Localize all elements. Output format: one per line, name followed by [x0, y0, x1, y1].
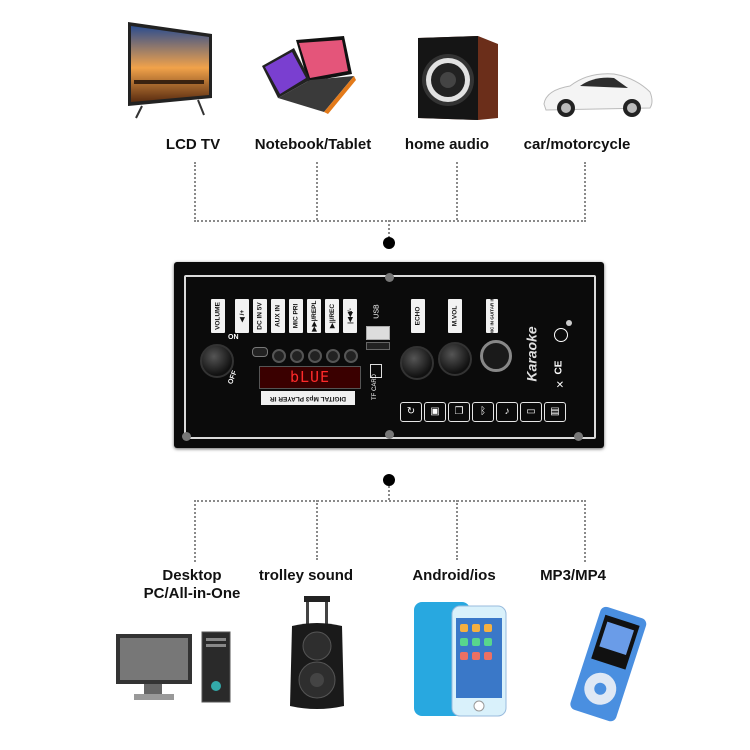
bottom-device-label-trolley: trolley sound — [258, 567, 354, 584]
bottom-connector-drop-3 — [456, 500, 458, 560]
sd-icon — [370, 364, 382, 378]
bluetooth-icon: ᛒ — [472, 402, 494, 422]
bottom-connector-line — [194, 500, 586, 562]
bottom-device-label-desktop-1: Desktop — [162, 567, 222, 584]
top-connector-line — [194, 162, 586, 222]
repeat-icon: ↻ — [400, 402, 422, 422]
usb-label: USB — [373, 304, 381, 319]
top-connector-node — [383, 237, 395, 249]
folder-icon: ❐ — [448, 402, 470, 422]
dc-in-label: DC IN 5V — [253, 299, 267, 333]
top-connector-drop-3 — [456, 162, 458, 220]
top-connector-drop-2 — [316, 162, 318, 220]
mic-guitar-jack[interactable] — [480, 340, 512, 372]
screen-icon: ▭ — [520, 402, 542, 422]
on-label: ON — [228, 334, 239, 341]
dc-in-port[interactable] — [252, 347, 268, 357]
mic-pri-label: MIC PRI — [289, 299, 303, 333]
next-button[interactable] — [308, 349, 322, 363]
mic-guitar-label: MIC IN GUITAR IN — [486, 297, 498, 335]
mp3-player-panel: VOLUME ◀ /+ DC IN 5V AUX IN MIC PRI ▶▶|/… — [174, 262, 604, 448]
top-device-label-notebook: Notebook/Tablet — [254, 136, 372, 153]
master-volume-knob[interactable] — [438, 342, 472, 376]
trolley-speaker-icon — [286, 594, 348, 714]
speaker-icon — [416, 34, 500, 122]
lcd-tv-icon — [124, 20, 214, 120]
desktop-pc-icon — [114, 630, 234, 706]
bottom-device-label-desktop-2: PC/All-in-One — [143, 585, 241, 602]
next-repl-label: ▶▶|/REPL — [307, 299, 321, 333]
prev-label: ◀ /+ — [235, 299, 249, 333]
bottom-device-label-mp3: MP3/MP4 — [540, 567, 606, 584]
ce-mark: CE — [553, 360, 565, 375]
mp3-player-icon — [560, 606, 656, 724]
aux-in-jack[interactable] — [272, 349, 286, 363]
mic-pri-button[interactable] — [290, 349, 304, 363]
led-display: bLUE — [259, 366, 361, 389]
screw — [182, 432, 191, 441]
top-device-label-lcd-tv: LCD TV — [165, 136, 221, 153]
notebook-icon — [258, 36, 358, 114]
recycle-icon — [554, 328, 568, 342]
screw — [574, 432, 583, 441]
card-icon: ▤ — [544, 402, 566, 422]
aux-in-label: AUX IN — [271, 299, 285, 333]
volume-knob[interactable] — [200, 344, 234, 378]
mic-icon: ♪ — [496, 402, 518, 422]
player-label: DIGITAL Mp3 PLAYER IR — [261, 391, 355, 405]
echo-label: ECHO — [411, 299, 425, 333]
volume-label: VOLUME — [211, 299, 225, 333]
play-rec-label: ▶||/REC — [325, 299, 339, 333]
smartphone-icon — [412, 600, 508, 720]
car-icon — [540, 68, 656, 120]
top-connector-center — [388, 220, 390, 238]
mvol-label: M.VOL — [448, 299, 462, 333]
screw — [385, 273, 394, 282]
karaoke-brand: Karaoke — [523, 326, 540, 382]
weee-icon: ✕ — [555, 380, 565, 391]
screw — [385, 430, 394, 439]
bottom-device-label-android: Android/ios — [412, 567, 496, 584]
indicator-led — [566, 320, 572, 326]
play-button[interactable] — [326, 349, 340, 363]
bottom-connector-center — [388, 486, 390, 500]
prev-minus-label: |◀◀/- — [343, 299, 357, 333]
top-device-label-car: car/motorcycle — [523, 136, 631, 153]
top-device-label-home-audio: home audio — [404, 136, 490, 153]
bottom-connector-drop-2 — [316, 500, 318, 560]
tf-card-slot[interactable] — [366, 342, 390, 350]
bottom-connector-node — [383, 474, 395, 486]
usb-port[interactable] — [366, 326, 390, 340]
echo-knob[interactable] — [400, 346, 434, 380]
radio-icon: ▣ — [424, 402, 446, 422]
prev-button[interactable] — [344, 349, 358, 363]
tf-card-label: TF CARD — [372, 374, 378, 400]
